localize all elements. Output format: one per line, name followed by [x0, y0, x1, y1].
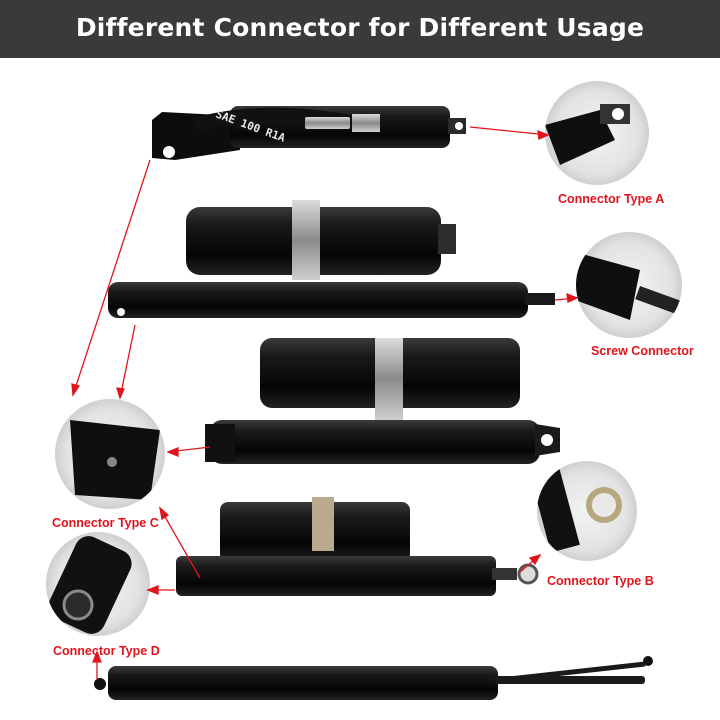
- actuator-4: [176, 497, 539, 596]
- actuator-1: SAE 100 R1A: [152, 106, 466, 160]
- zoom-screw-connector: [576, 232, 682, 338]
- actuator-3: [205, 338, 560, 464]
- zoom-connector-c: [55, 399, 165, 509]
- label-screw-connector: Screw Connector: [591, 344, 694, 358]
- label-connector-type-a: Connector Type A: [558, 192, 665, 206]
- product-photo: SAE 100 R1A: [46, 81, 682, 700]
- label-connector-type-d: Connector Type D: [53, 644, 160, 658]
- actuator-5: [94, 656, 653, 700]
- zoom-connector-a: [545, 81, 649, 185]
- zoom-connector-b: [537, 461, 637, 561]
- title-banner: Different Connector for Different Usage: [0, 0, 720, 58]
- actuator-2: [108, 200, 555, 318]
- zoom-connector-d: [46, 532, 150, 636]
- label-connector-type-b: Connector Type B: [547, 574, 654, 588]
- label-connector-type-c: Connector Type C: [52, 516, 159, 530]
- callout-arrows: [71, 126, 579, 680]
- banner-title: Different Connector for Different Usage: [75, 13, 645, 42]
